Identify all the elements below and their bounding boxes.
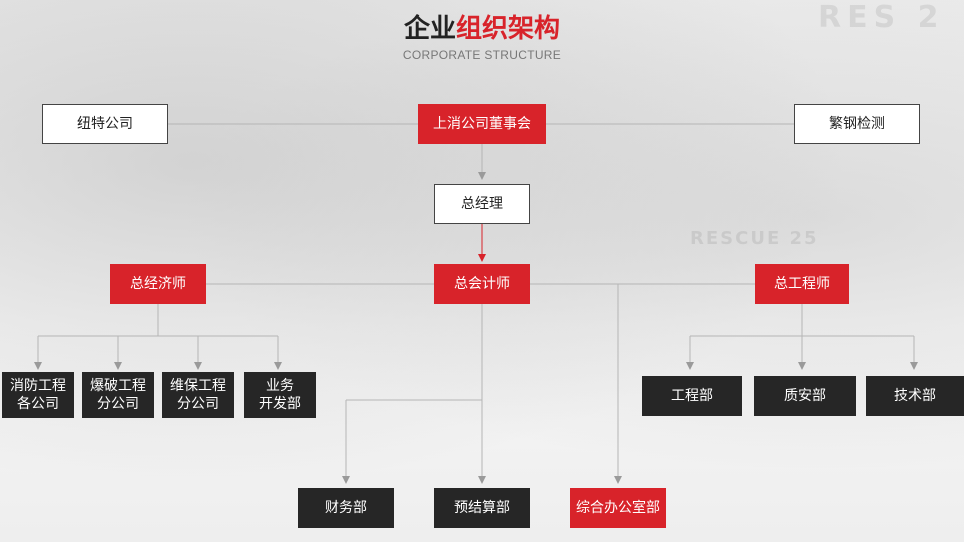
title-black-part: 企业 xyxy=(403,14,456,44)
node-chief-engineer: 总工程师 xyxy=(755,264,849,304)
node-right-company: 繁钢检测 xyxy=(794,104,920,144)
node-chief-economist: 总经济师 xyxy=(110,264,206,304)
node-budget: 预结算部 xyxy=(434,488,530,528)
page-title: 企业组织架构 xyxy=(0,8,964,45)
node-maintenance: 维保工程 分公司 xyxy=(162,372,234,418)
node-finance: 财务部 xyxy=(298,488,394,528)
node-fire-engineering: 消防工程 各公司 xyxy=(2,372,74,418)
page-subtitle: CORPORATE STRUCTURE xyxy=(402,48,562,62)
truck-number-text: RES 2 xyxy=(818,0,945,35)
truck-label-text: RESCUE 25 xyxy=(690,228,819,249)
title-red-part: 组织架构 xyxy=(456,14,561,44)
node-blasting: 爆破工程 分公司 xyxy=(82,372,154,418)
node-technology: 技术部 xyxy=(866,376,964,416)
node-chief-accountant: 总会计师 xyxy=(434,264,530,304)
node-engineering: 工程部 xyxy=(642,376,742,416)
node-board: 上消公司董事会 xyxy=(418,104,546,144)
node-business-dev: 业务 开发部 xyxy=(244,372,316,418)
node-general-manager: 总经理 xyxy=(434,184,530,224)
node-admin-office: 综合办公室部 xyxy=(570,488,666,528)
node-left-company: 纽特公司 xyxy=(42,104,168,144)
node-quality-safety: 质安部 xyxy=(754,376,856,416)
